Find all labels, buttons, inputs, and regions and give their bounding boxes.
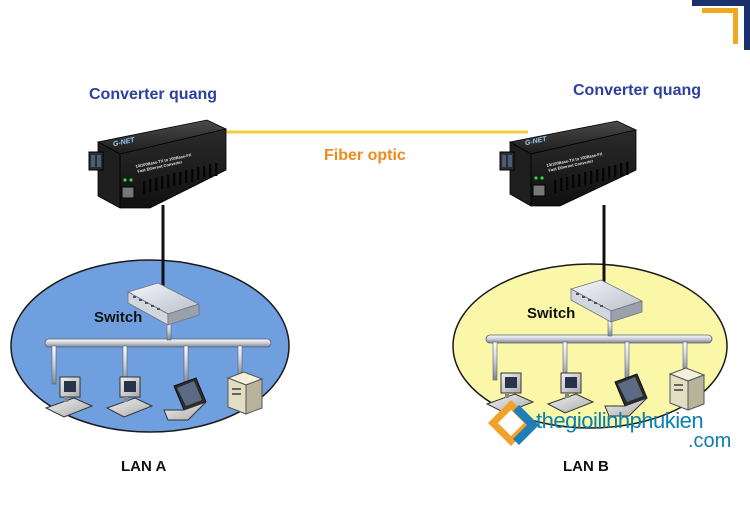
fiber-optic-label: Fiber optic xyxy=(324,147,406,164)
desktop-computer-icon xyxy=(546,372,595,414)
corner-decoration xyxy=(692,0,750,50)
laptop-icon xyxy=(604,373,648,417)
switch-a-icon xyxy=(126,282,201,326)
watermark-logo-icon xyxy=(488,400,539,446)
lan-a-bus xyxy=(44,321,272,385)
server-icon xyxy=(226,371,264,415)
server-icon xyxy=(668,367,706,411)
watermark-text: thegioilinhphukien xyxy=(536,408,704,433)
switch-b-label: Switch xyxy=(527,305,576,322)
lan-a-label: LAN A xyxy=(121,458,167,475)
lan-b-label: LAN B xyxy=(563,458,609,475)
lan-b-bus xyxy=(485,319,713,381)
desktop-computer-icon xyxy=(44,376,94,418)
watermark-domain: .com xyxy=(688,430,732,452)
switch-b-icon xyxy=(569,279,644,323)
converter-right-title: Converter quang xyxy=(573,82,702,99)
converter-left-title: Converter quang xyxy=(89,86,218,103)
converter-left-icon xyxy=(88,119,228,209)
desktop-computer-icon xyxy=(105,376,154,418)
switch-a-label: Switch xyxy=(94,309,143,326)
converter-right-icon xyxy=(499,120,638,207)
laptop-icon xyxy=(163,377,207,421)
